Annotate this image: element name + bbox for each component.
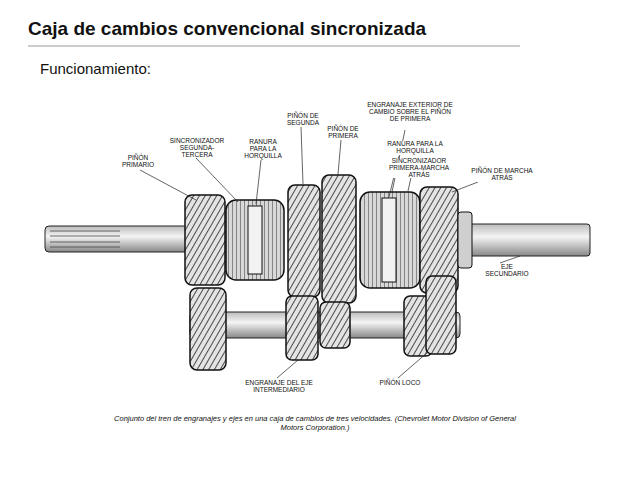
- bearing: [458, 212, 472, 268]
- part-label: EJE SECUNDARIO: [478, 264, 536, 278]
- part-label: RANURA PARA LA HORQUILLA: [375, 141, 455, 155]
- fork-groove: [382, 198, 396, 282]
- page-title: Caja de cambios convencional sincronizad…: [28, 18, 426, 40]
- input-shaft: [45, 226, 190, 252]
- output-shaft: [455, 224, 590, 256]
- primary-gear: [185, 195, 225, 285]
- first-gear: [322, 175, 356, 303]
- idler-gear: [426, 276, 456, 354]
- subtitle: Funcionamiento:: [40, 60, 151, 77]
- title-rule: [28, 46, 520, 47]
- part-label: PIÑÓN PRIMARIO: [112, 155, 164, 169]
- part-label: PIÑÓN DE PRIMERA: [322, 126, 364, 140]
- part-label: RANURA PARA LA HORQUILLA: [240, 139, 286, 159]
- part-label: ENGRANAJE EXTERIOR DE CAMBIO SOBRE EL PI…: [366, 102, 454, 122]
- part-label: ENGRANAJE DEL EJE INTERMEDIARIO: [240, 380, 318, 394]
- figure-caption: Conjunto del tren de engranajes y ejes e…: [105, 414, 525, 433]
- part-label: SINCRONIZADOR PRIMERA-MARCHA ATRÁS: [378, 158, 460, 178]
- counter-gear: [320, 302, 350, 348]
- part-label: PIÑÓN DE MARCHA ATRÁS: [470, 168, 534, 182]
- counter-gear: [286, 296, 318, 360]
- counter-gear: [190, 288, 226, 370]
- synchronizer: [226, 200, 284, 280]
- fork-groove: [248, 206, 262, 274]
- part-label: PIÑÓN LOCO: [374, 380, 426, 387]
- leader-lines: [140, 127, 520, 378]
- part-label: SINCRONIZADOR SEGUNDA-TERCERA: [165, 138, 229, 158]
- part-label: PIÑÓN DE SEGUNDA: [282, 113, 324, 127]
- synchronizer: [360, 192, 420, 288]
- second-gear: [288, 185, 320, 297]
